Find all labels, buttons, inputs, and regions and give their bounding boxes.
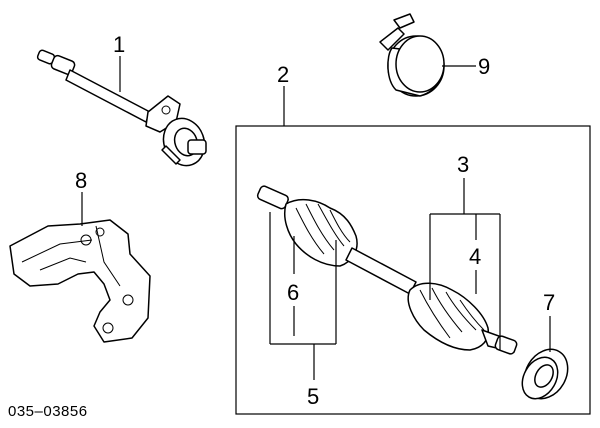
assembly-box bbox=[235, 125, 591, 415]
callout-1: 1 bbox=[113, 32, 125, 57]
callout-7: 7 bbox=[543, 290, 555, 315]
callout-3: 3 bbox=[457, 152, 469, 177]
part-9-bearing-cap bbox=[379, 13, 445, 97]
part-8-bracket bbox=[9, 219, 151, 343]
callout-2: 2 bbox=[277, 62, 289, 87]
callout-9: 9 bbox=[478, 54, 490, 79]
callout-6: 6 bbox=[287, 280, 299, 305]
callout-8: 8 bbox=[75, 168, 87, 193]
leader-lines bbox=[81, 56, 551, 380]
part-2-axle-shaft bbox=[256, 185, 518, 355]
callout-4: 4 bbox=[469, 244, 481, 269]
part-7-seal-ring bbox=[521, 348, 569, 400]
reference-code: 035–03856 bbox=[8, 403, 88, 420]
part-1-inner-shaft bbox=[36, 49, 207, 167]
callout-5: 5 bbox=[307, 384, 319, 409]
